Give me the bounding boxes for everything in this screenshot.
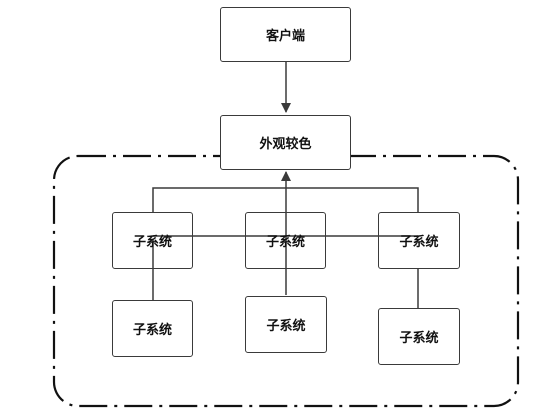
subsystem-label: 子系统	[132, 235, 172, 250]
subsystem-label: 子系统	[132, 323, 172, 338]
client-label: 客户端	[265, 29, 305, 44]
client-node: 客户端	[220, 7, 351, 62]
subsystem-label: 子系统	[266, 319, 306, 334]
facade-label: 外观较色	[259, 137, 312, 152]
subsystem-top-center: 子系统	[245, 212, 326, 269]
subsystem-bottom-center: 子系统	[245, 296, 327, 353]
facade-node: 外观较色	[220, 115, 351, 170]
subsystem-label: 子系统	[399, 331, 439, 346]
subsystem-label: 子系统	[265, 235, 305, 250]
subsystem-label: 子系统	[399, 235, 439, 250]
subsystem-bottom-left: 子系统	[112, 300, 193, 357]
subsystem-top-left: 子系统	[112, 212, 193, 269]
subsystem-bottom-right: 子系统	[378, 308, 460, 365]
subsystem-top-right: 子系统	[378, 212, 460, 269]
